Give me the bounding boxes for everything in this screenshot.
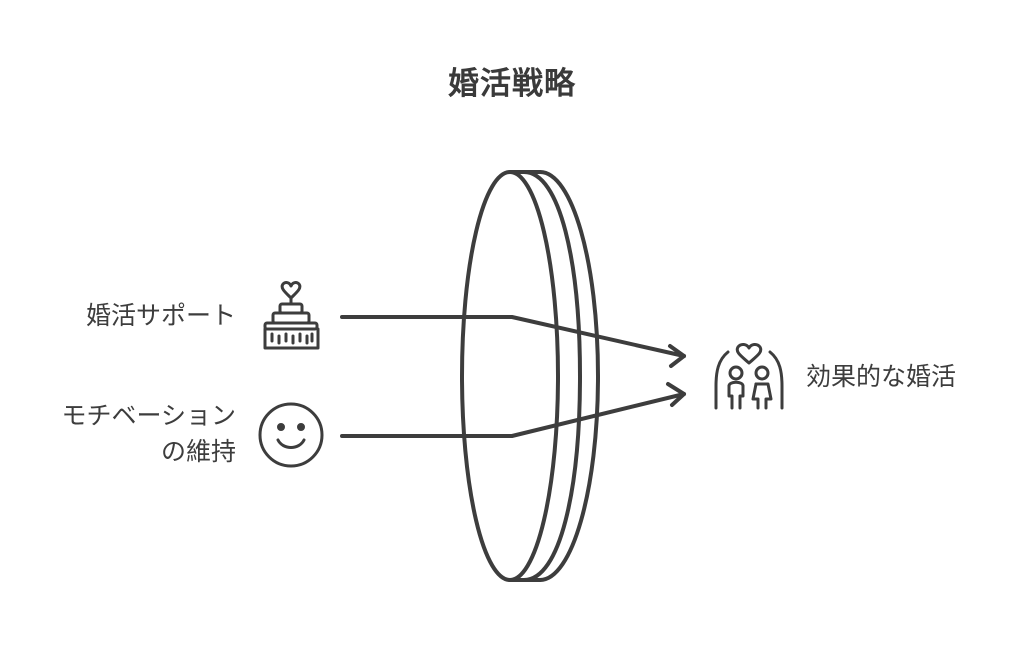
arrow-support [340, 315, 686, 358]
input-label-support: 婚活サポート [85, 301, 236, 330]
couple-heart-icon [714, 343, 784, 410]
arrow-motivation [340, 392, 686, 438]
wedding-cake-icon [263, 281, 320, 350]
lens-rim [522, 170, 582, 582]
lens-back-edge [538, 170, 600, 582]
diagram-title: 婚活戦略 [448, 66, 576, 102]
arrowhead-support [668, 344, 686, 368]
lens-front [460, 170, 560, 582]
input-label-motivation: モチベーション の維持 [61, 398, 236, 470]
input-label-motivation-line2: の維持 [160, 437, 236, 466]
output-label-result: 効果的な婚活 [806, 362, 957, 391]
input-label-motivation-line1: モチベーション [61, 401, 236, 430]
arrowhead-motivation [666, 382, 686, 407]
smiley-face-icon [258, 402, 324, 468]
